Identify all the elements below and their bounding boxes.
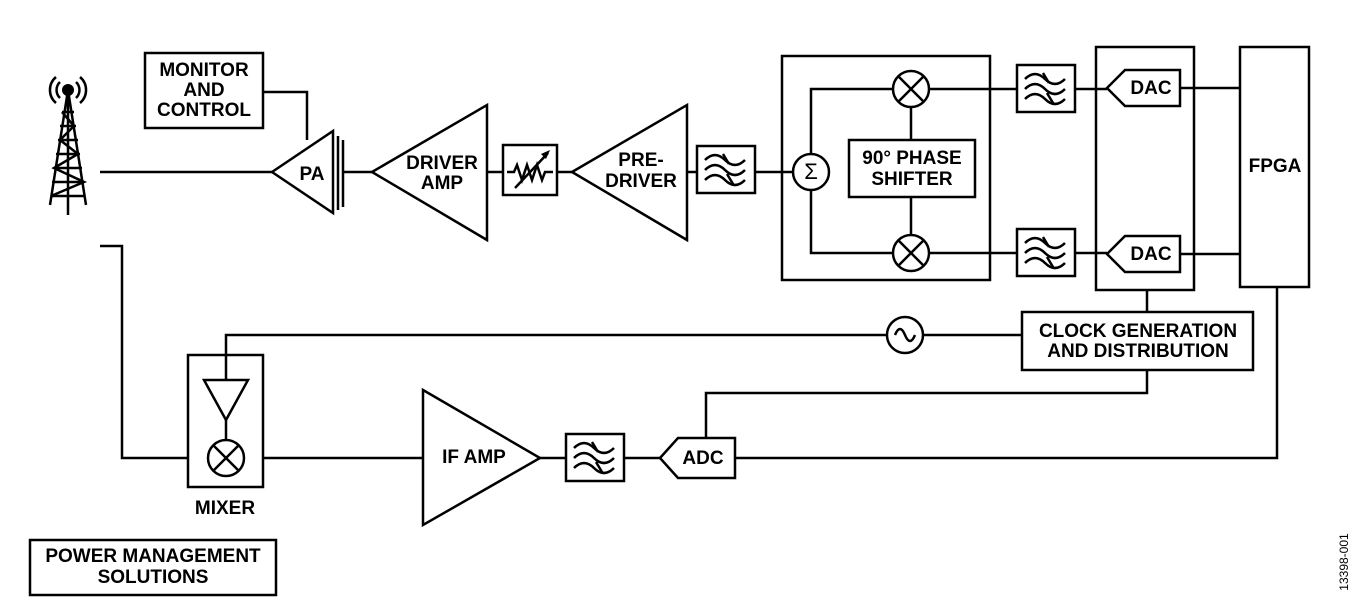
mixer-icon	[891, 233, 931, 273]
filter-icon	[1015, 227, 1077, 278]
adc-block: ADC	[658, 436, 737, 480]
dac-block: DAC DAC	[1094, 45, 1196, 292]
phase-shifter-label-2: SHIFTER	[871, 169, 953, 190]
mixer-block: MIXER	[186, 353, 265, 519]
dac-top-label: DAC	[1130, 78, 1171, 99]
mixer-label: MIXER	[195, 498, 255, 519]
clock-label-1: CLOCK GENERATION	[1039, 321, 1237, 342]
pre-driver-block: PRE- DRIVER	[569, 102, 689, 243]
monitor-and-control-block: MONITOR AND CONTROL	[143, 51, 265, 130]
figure-id: 13398-001	[1337, 533, 1351, 591]
signal-wires	[100, 86, 1279, 460]
monitor-label-3: CONTROL	[157, 100, 251, 121]
monitor-label-1: MONITOR	[159, 60, 249, 81]
clock-generation-block: CLOCK GENERATION AND DISTRIBUTION	[1020, 310, 1255, 372]
power-management-block: POWER MANAGEMENT SOLUTIONS	[28, 538, 278, 597]
driver-amp-label-2: AMP	[421, 173, 464, 194]
pa-label: PA	[300, 164, 325, 185]
mixer-icon	[206, 438, 246, 478]
fpga-block: FPGA	[1238, 45, 1311, 289]
if-amp-label: IF AMP	[442, 447, 506, 468]
power-label-2: SOLUTIONS	[98, 567, 209, 588]
oscillator-icon	[885, 315, 925, 355]
driver-amp-block: DRIVER AMP	[369, 102, 489, 243]
pre-driver-label-1: PRE-	[618, 150, 663, 171]
iq-modulator-block: Σ 90° PHASE SHIFTER	[780, 54, 992, 282]
if-amp-block: IF AMP	[421, 387, 543, 528]
adc-label: ADC	[682, 448, 723, 469]
phase-shifter-label-1: 90° PHASE	[862, 148, 961, 169]
summer-icon	[791, 152, 831, 192]
mixer-icon	[891, 69, 931, 109]
monitor-label-2: AND	[183, 80, 224, 101]
power-label-1: POWER MANAGEMENT	[45, 546, 261, 567]
sigma-label: Σ	[804, 159, 818, 184]
driver-amp-label-1: DRIVER	[406, 153, 478, 174]
pa-block: PA	[269, 128, 345, 216]
filter-icon	[695, 144, 757, 195]
pre-driver-label-2: DRIVER	[605, 171, 677, 192]
dac-bottom-label: DAC	[1130, 244, 1171, 265]
filter-icon	[564, 432, 626, 483]
clock-label-2: AND DISTRIBUTION	[1047, 341, 1229, 362]
fpga-label: FPGA	[1249, 156, 1302, 177]
filter-icon	[1015, 63, 1077, 114]
attenuator-icon	[501, 143, 559, 197]
antenna-tower-icon	[48, 76, 88, 215]
